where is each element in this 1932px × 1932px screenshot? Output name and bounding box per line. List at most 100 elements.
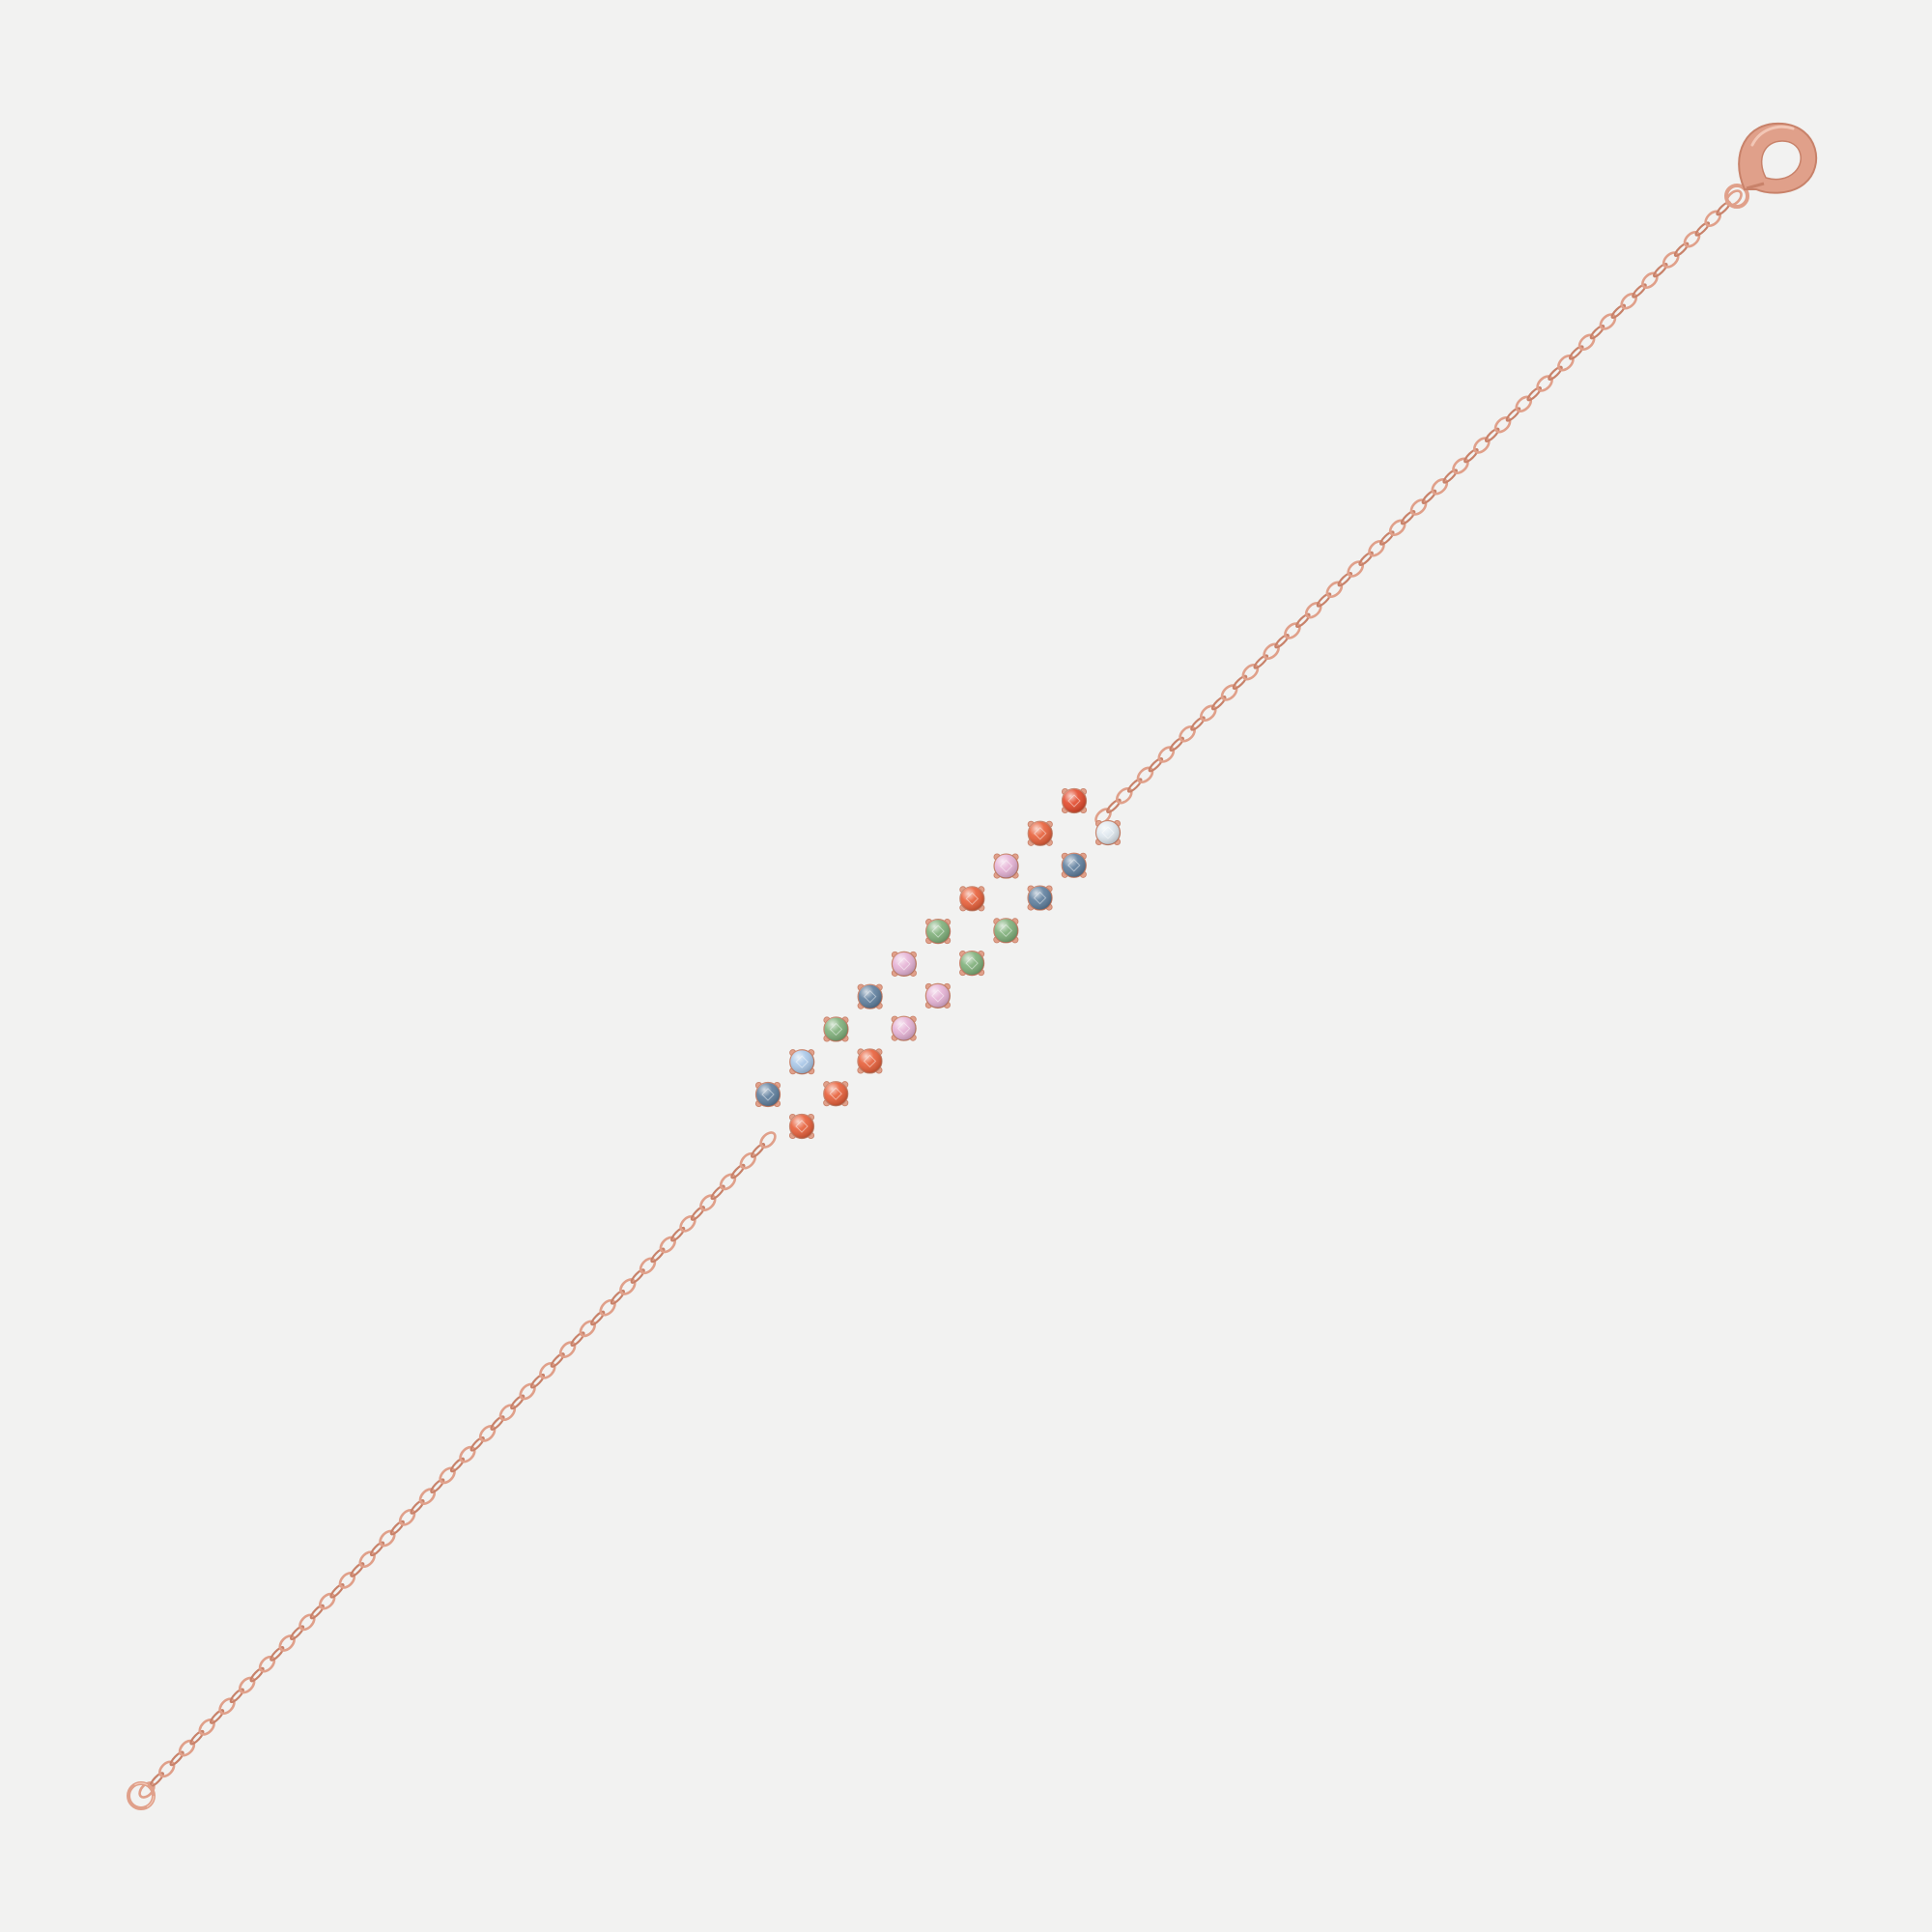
gemstone bbox=[789, 1049, 815, 1075]
gem-shine bbox=[993, 918, 1018, 943]
gem-shine bbox=[959, 951, 984, 976]
chain-link bbox=[1284, 622, 1301, 639]
gem-facet bbox=[931, 924, 945, 938]
chain-link bbox=[1493, 415, 1512, 434]
chain-link bbox=[679, 1214, 696, 1233]
chain-link bbox=[469, 1435, 485, 1452]
gem-shine bbox=[892, 1016, 917, 1041]
chain-link bbox=[1106, 798, 1122, 813]
gemstone bbox=[754, 1081, 781, 1108]
chain-link bbox=[1610, 303, 1627, 319]
chain-link bbox=[1304, 601, 1322, 619]
gem-shine bbox=[1028, 886, 1053, 911]
chain-link bbox=[529, 1373, 546, 1389]
chain-link bbox=[699, 1194, 717, 1211]
clasp-highlight bbox=[1750, 125, 1795, 147]
chain-link bbox=[290, 1625, 305, 1641]
chain-link bbox=[579, 1320, 596, 1338]
chain-link bbox=[498, 1404, 517, 1422]
chain-link bbox=[418, 1488, 437, 1505]
chain-link bbox=[358, 1550, 376, 1569]
gem-facet bbox=[795, 1055, 809, 1068]
chain-link bbox=[218, 1697, 236, 1716]
chain-link bbox=[149, 1772, 164, 1787]
chain-link bbox=[1515, 395, 1533, 413]
chain-link bbox=[1388, 519, 1406, 537]
gem-facet bbox=[1067, 859, 1081, 872]
gemstone bbox=[959, 951, 985, 977]
chain-link bbox=[1421, 489, 1437, 504]
gem-shine bbox=[1062, 853, 1087, 878]
chain-link bbox=[690, 1206, 705, 1221]
chain-link bbox=[1442, 469, 1458, 484]
chain-link bbox=[298, 1613, 316, 1632]
gem-shine bbox=[1095, 820, 1121, 845]
gemstone bbox=[1094, 819, 1122, 846]
gemstone bbox=[891, 1015, 917, 1041]
chain-link bbox=[1589, 325, 1605, 340]
gem-shine bbox=[789, 1049, 814, 1074]
chain-link bbox=[1463, 448, 1479, 464]
gemstone bbox=[1027, 885, 1053, 911]
chain-link bbox=[670, 1226, 686, 1242]
chain-link bbox=[410, 1499, 425, 1515]
lobster-clasp bbox=[1724, 122, 1818, 209]
chain-link bbox=[1569, 345, 1584, 360]
chain-link bbox=[369, 1541, 385, 1557]
chain-link bbox=[1473, 437, 1491, 454]
gem-shine bbox=[925, 919, 951, 944]
gem-facet bbox=[863, 989, 877, 1004]
chain-link bbox=[1126, 778, 1143, 793]
gem-facet bbox=[999, 923, 1013, 938]
chain-link bbox=[1620, 292, 1637, 310]
gemstone bbox=[993, 853, 1019, 879]
chain-link bbox=[1263, 642, 1280, 661]
chain-link bbox=[570, 1331, 585, 1348]
end-ring bbox=[127, 1781, 156, 1810]
gem-facet bbox=[829, 1087, 842, 1100]
gem-shine bbox=[1028, 821, 1053, 846]
gem-facet bbox=[829, 1022, 843, 1037]
chain-link bbox=[1200, 704, 1217, 723]
chain-link bbox=[1179, 724, 1196, 743]
chain-link bbox=[1548, 365, 1563, 381]
gemstone bbox=[1061, 787, 1088, 814]
chain-link bbox=[1632, 283, 1647, 298]
chain-link bbox=[439, 1466, 456, 1485]
chain-link bbox=[1157, 746, 1176, 763]
chain-link bbox=[430, 1478, 445, 1494]
chain-link bbox=[198, 1719, 215, 1736]
chain-link bbox=[1241, 663, 1260, 681]
chain-link bbox=[249, 1666, 265, 1683]
gemstone bbox=[857, 983, 883, 1009]
chain-link bbox=[1409, 498, 1428, 516]
gem-facet bbox=[1067, 794, 1081, 808]
gem-shine bbox=[892, 952, 917, 977]
chain-link bbox=[719, 1173, 737, 1191]
chain-left-segment bbox=[138, 1131, 777, 1799]
chain-link bbox=[1379, 530, 1395, 546]
chain-link bbox=[739, 1151, 756, 1170]
chain-link bbox=[389, 1520, 405, 1536]
chain-link bbox=[1526, 386, 1542, 402]
chain-link bbox=[210, 1709, 225, 1724]
chain-link bbox=[239, 1676, 256, 1694]
chain-link bbox=[329, 1582, 345, 1599]
chain-link bbox=[659, 1236, 676, 1254]
chain-link bbox=[650, 1247, 666, 1264]
chain-link bbox=[1653, 263, 1668, 278]
chain-link bbox=[1400, 510, 1416, 526]
chain-link bbox=[459, 1445, 476, 1463]
chain-link bbox=[229, 1688, 244, 1704]
gem-shine bbox=[789, 1114, 814, 1139]
gem-facet bbox=[965, 956, 979, 970]
chain-link bbox=[1662, 251, 1680, 269]
gemstone bbox=[788, 1113, 815, 1140]
gem-facet bbox=[931, 989, 945, 1003]
chain-link bbox=[510, 1394, 526, 1410]
chain-link bbox=[1431, 477, 1449, 496]
chain-link bbox=[309, 1604, 325, 1620]
chain-link bbox=[1116, 786, 1133, 805]
chain-link bbox=[539, 1361, 556, 1379]
